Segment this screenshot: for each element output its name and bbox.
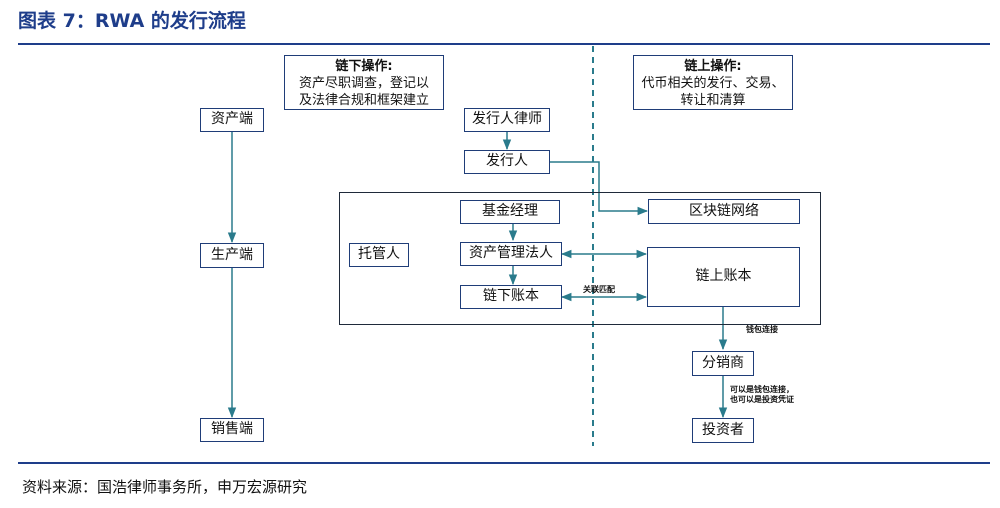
investor-access-line-2: 也可以是投资凭证	[730, 395, 794, 404]
onchain-ledger-node: 链上账本	[647, 247, 800, 307]
onchain-note-line-2: 转让和清算	[680, 92, 746, 108]
offchain-note-heading: 链下操作:	[335, 59, 393, 74]
onchain-operations-note: 链上操作: 代币相关的发行、交易、 转让和清算	[633, 55, 793, 110]
production-end-node: 生产端	[200, 243, 264, 268]
sales-end-node: 销售端	[200, 418, 264, 442]
asset-management-entity-node: 资产管理法人	[460, 242, 562, 266]
source-note: 资料来源：国浩律师事务所，申万宏源研究	[22, 478, 308, 496]
offchain-operations-note: 链下操作: 资产尽职调查，登记以 及法律合规和框架建立	[284, 55, 444, 110]
investor-access-line-1: 可以是钱包连接，	[730, 385, 794, 394]
title-rule	[18, 43, 990, 45]
figure-title: 图表 7：RWA 的发行流程	[18, 10, 246, 32]
investor-access-label: 可以是钱包连接， 也可以是投资凭证	[730, 385, 794, 405]
issuer-lawyer-node: 发行人律师	[464, 108, 550, 132]
custodian-node: 托管人	[349, 243, 409, 267]
offchain-note-line-2: 及法律合规和框架建立	[298, 92, 429, 108]
arrow-issuer-to-blockchain	[550, 161, 649, 216]
distributor-node: 分销商	[692, 351, 754, 376]
investor-node: 投资者	[692, 418, 754, 443]
custody-frame	[339, 192, 821, 325]
asset-end-node: 资产端	[200, 108, 264, 132]
footer-rule	[18, 462, 990, 464]
onchain-note-line-1: 代币相关的发行、交易、	[641, 75, 785, 91]
blockchain-network-node: 区块链网络	[648, 199, 800, 224]
wallet-connect-label: 钱包连接	[746, 325, 778, 334]
fund-manager-node: 基金经理	[460, 200, 560, 224]
link-match-label: 关联匹配	[583, 285, 615, 294]
offchain-ledger-node: 链下账本	[460, 285, 562, 309]
onchain-note-heading: 链上操作:	[684, 59, 742, 74]
offchain-note-line-1: 资产尽职调查，登记以	[298, 75, 429, 91]
issuer-node: 发行人	[464, 150, 550, 174]
